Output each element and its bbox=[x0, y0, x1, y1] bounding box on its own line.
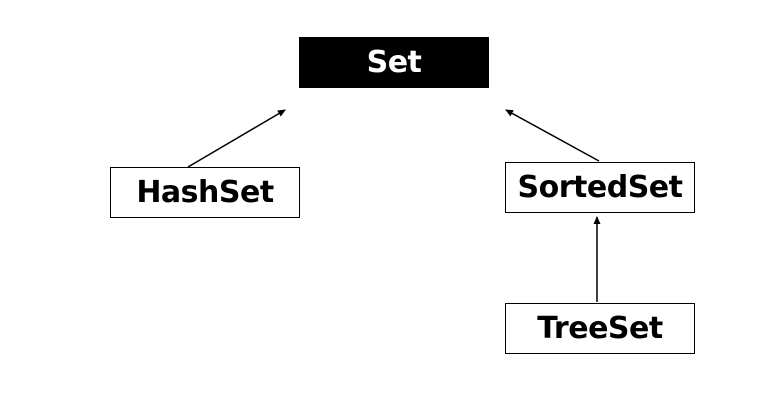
node-treeset-label: TreeSet bbox=[537, 311, 663, 346]
edge-hashset-to-set bbox=[187, 109, 286, 168]
edge-sortedset-to-set bbox=[505, 109, 600, 162]
node-set-label: Set bbox=[366, 45, 422, 80]
node-hashset: HashSet bbox=[110, 167, 300, 218]
node-treeset: TreeSet bbox=[505, 303, 695, 354]
node-set: Set bbox=[299, 37, 489, 88]
node-hashset-label: HashSet bbox=[136, 175, 274, 210]
node-sortedset: SortedSet bbox=[505, 162, 695, 213]
node-sortedset-label: SortedSet bbox=[517, 170, 683, 205]
